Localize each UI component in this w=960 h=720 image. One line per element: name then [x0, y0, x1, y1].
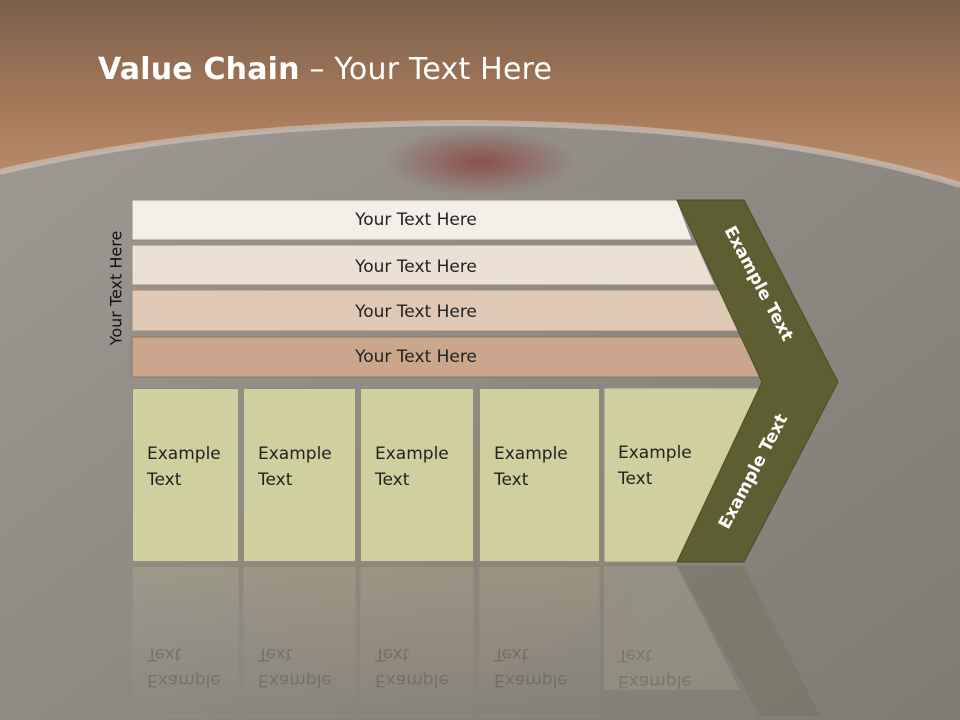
cell-1-reflection-label: Example Text [147, 644, 221, 690]
cell-2: Example Text [243, 388, 356, 562]
cell-1-reflection: Example Text [132, 566, 239, 716]
row-2-shape [131, 244, 716, 286]
cell-4-reflection: Example Text [479, 566, 600, 716]
row-1-shape [131, 199, 693, 241]
cell-1-label: Example Text [147, 444, 221, 490]
row-1-label: Your Text Here [354, 210, 477, 230]
chevron-reflection [677, 566, 820, 716]
cell-3-reflection: Example Text [360, 566, 474, 716]
title-rest: – Your Text Here [299, 52, 553, 87]
cell-3: Example Text [360, 388, 474, 562]
cell-4-reflection-label: Example Text [494, 644, 568, 690]
cell-5-reflection [604, 566, 740, 690]
cell-4-label: Example Text [494, 444, 568, 490]
reflection-group [604, 566, 820, 716]
row-3-label: Your Text Here [354, 302, 477, 322]
cell-5-reflection-text: Example Text [604, 566, 692, 716]
cell-1: Example Text [132, 388, 239, 562]
cell-5-reflection-label: Example Text [618, 645, 692, 691]
cell-2-reflection: Example Text [243, 566, 356, 716]
page-title: Value Chain – Your Text Here [98, 52, 552, 87]
cell-5-label: Example Text [618, 443, 692, 489]
cell-2-reflection-label: Example Text [258, 644, 332, 690]
chevron-arrow [676, 199, 839, 563]
row-4-label: Your Text Here [354, 347, 477, 367]
row-2-label: Your Text Here [354, 257, 477, 277]
cell-4: Example Text [479, 388, 600, 562]
cell-3-label: Example Text [375, 444, 449, 490]
cell-2-label: Example Text [258, 444, 332, 490]
cell-3-reflection-label: Example Text [375, 644, 449, 690]
title-bold: Value Chain [98, 52, 300, 87]
